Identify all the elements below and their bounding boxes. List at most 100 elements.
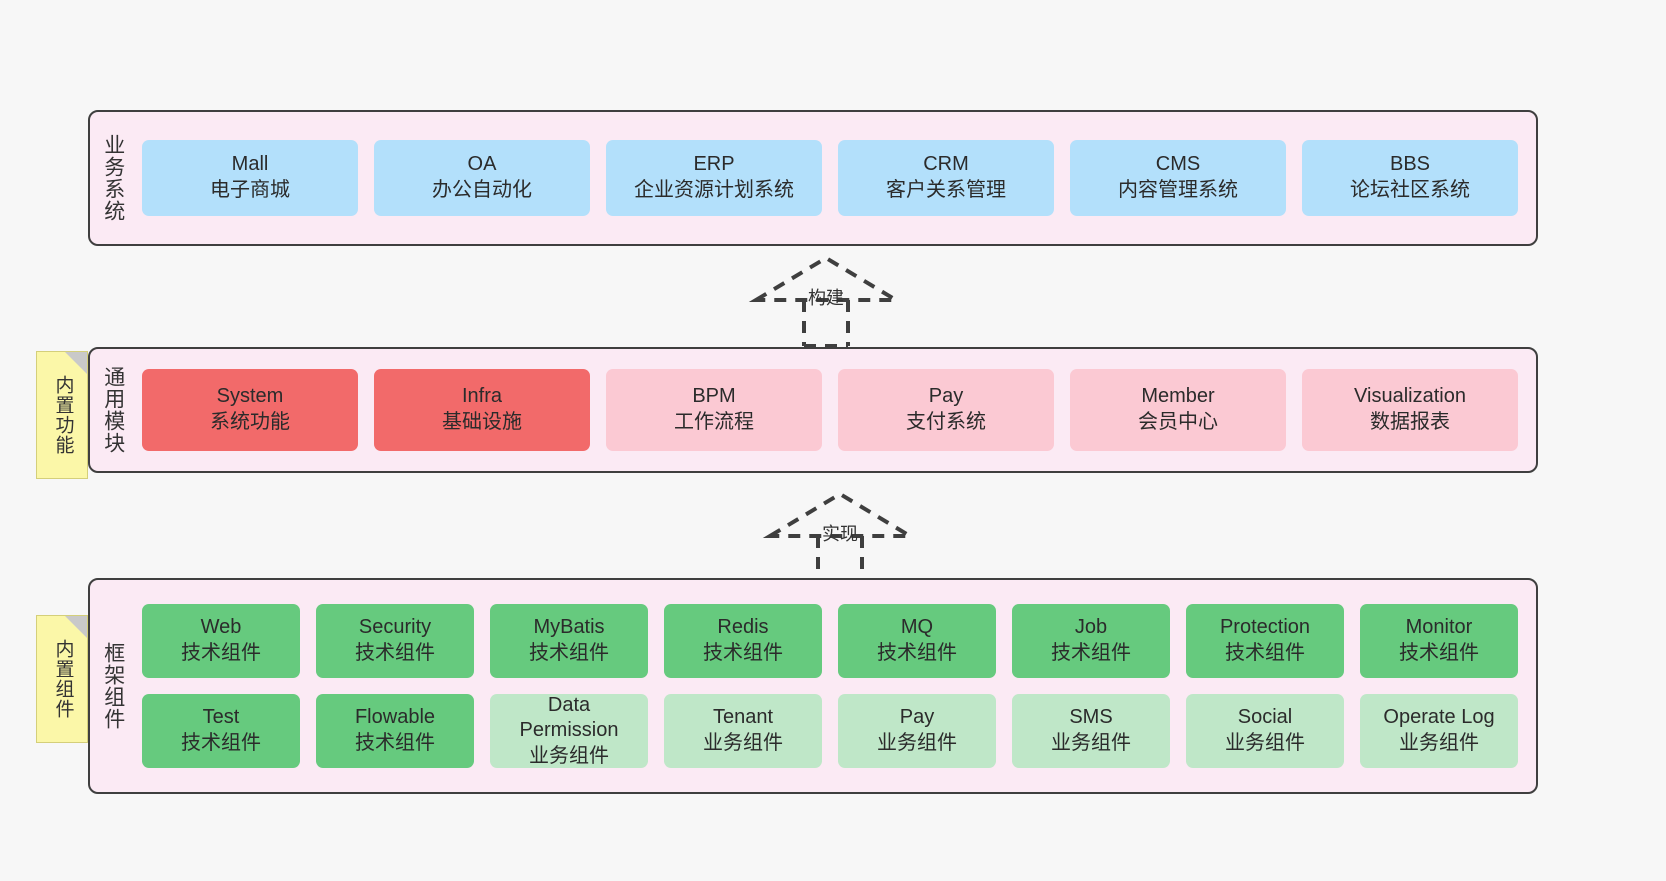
card-erp[interactable]: ERP 企业资源计划系统 — [606, 140, 822, 216]
card-test[interactable]: Test 技术组件 — [142, 694, 300, 768]
card-title: Member — [1141, 385, 1215, 408]
note-fold-corner-icon — [65, 352, 87, 374]
card-title: Web — [200, 616, 242, 639]
card-subtitle: 技术组件 — [703, 642, 783, 664]
card-subtitle: 技术组件 — [181, 642, 261, 664]
card-row-technical: Web 技术组件 Security 技术组件 MyBatis 技术组件 Redi… — [142, 604, 1518, 678]
connector-label-implement: 实现 — [822, 524, 858, 544]
card-operate-log[interactable]: Operate Log 业务组件 — [1360, 694, 1518, 768]
card-job[interactable]: Job 技术组件 — [1012, 604, 1170, 678]
card-title: Pay — [899, 706, 935, 729]
card-title: MyBatis — [533, 616, 605, 639]
note-fold-corner-icon — [65, 616, 87, 638]
card-protection[interactable]: Protection 技术组件 — [1186, 604, 1344, 678]
card-title: Infra — [461, 385, 503, 408]
card-security[interactable]: Security 技术组件 — [316, 604, 474, 678]
card-subtitle: 业务组件 — [529, 744, 609, 767]
card-title: Pay — [928, 385, 964, 408]
card-title: System — [216, 385, 284, 408]
connector-label-build: 构建 — [808, 288, 844, 308]
card-subtitle: 技术组件 — [529, 642, 609, 664]
card-title: Mall — [231, 153, 269, 176]
note-label: 内置组件 — [52, 639, 74, 719]
card-data-permission[interactable]: Data Permission 业务组件 — [490, 694, 648, 768]
card-tenant[interactable]: Tenant 业务组件 — [664, 694, 822, 768]
generalization-arrow-icon — [748, 255, 904, 348]
connector-build: 构建 — [736, 252, 916, 348]
card-title: Flowable — [354, 706, 436, 729]
card-pay[interactable]: Pay 支付系统 — [838, 369, 1054, 451]
card-system[interactable]: System 系统功能 — [142, 369, 358, 451]
card-subtitle: 支付系统 — [906, 411, 986, 433]
card-monitor[interactable]: Monitor 技术组件 — [1360, 604, 1518, 678]
card-subtitle: 技术组件 — [1399, 642, 1479, 664]
card-subtitle: 业务组件 — [1051, 732, 1131, 754]
connector-implement: 实现 — [750, 488, 930, 584]
layer-business-system[interactable]: 业务系统 Mall 电子商城 OA 办公自动化 ERP 企业资源计划系统 CRM… — [88, 110, 1538, 246]
layer-title-business-system: 业务系统 — [101, 134, 125, 222]
card-title: Operate Log — [1383, 706, 1495, 729]
card-title: Tenant — [712, 706, 774, 729]
card-subtitle: 技术组件 — [1225, 642, 1305, 664]
card-subtitle: 办公自动化 — [432, 179, 532, 201]
card-subtitle: 业务组件 — [1399, 732, 1479, 754]
card-subtitle: 业务组件 — [877, 732, 957, 754]
card-oa[interactable]: OA 办公自动化 — [374, 140, 590, 216]
card-title: Visualization — [1354, 385, 1466, 408]
card-subtitle: 业务组件 — [1225, 732, 1305, 754]
card-title: BBS — [1389, 153, 1431, 176]
card-web[interactable]: Web 技术组件 — [142, 604, 300, 678]
card-infra[interactable]: Infra 基础设施 — [374, 369, 590, 451]
card-title: OA — [467, 153, 497, 176]
card-mq[interactable]: MQ 技术组件 — [838, 604, 996, 678]
card-subtitle: 会员中心 — [1138, 411, 1218, 433]
card-member[interactable]: Member 会员中心 — [1070, 369, 1286, 451]
card-subtitle: 论坛社区系统 — [1350, 179, 1470, 201]
card-crm[interactable]: CRM 客户关系管理 — [838, 140, 1054, 216]
note-builtin-component: 内置组件 — [36, 615, 88, 743]
card-subtitle: 数据报表 — [1370, 411, 1450, 433]
card-row: Mall 电子商城 OA 办公自动化 ERP 企业资源计划系统 CRM 客户关系… — [142, 140, 1518, 216]
card-title: Protection — [1219, 616, 1311, 639]
card-sms[interactable]: SMS 业务组件 — [1012, 694, 1170, 768]
card-subtitle: 技术组件 — [1051, 642, 1131, 664]
layer-title-framework-component: 框架组件 — [101, 642, 125, 730]
card-subtitle: 基础设施 — [442, 411, 522, 433]
card-title: Job — [1074, 616, 1108, 639]
layer-body-business-system: Mall 电子商城 OA 办公自动化 ERP 企业资源计划系统 CRM 客户关系… — [136, 112, 1536, 244]
card-subtitle: 企业资源计划系统 — [634, 179, 794, 201]
card-subtitle: 内容管理系统 — [1118, 179, 1238, 201]
card-subtitle: 电子商城 — [210, 179, 290, 201]
card-subtitle: 技术组件 — [181, 732, 261, 754]
card-pay-business[interactable]: Pay 业务组件 — [838, 694, 996, 768]
layer-body-common-module: System 系统功能 Infra 基础设施 BPM 工作流程 Pay 支付系统… — [136, 349, 1536, 471]
card-title: CMS — [1155, 153, 1201, 176]
card-cms[interactable]: CMS 内容管理系统 — [1070, 140, 1286, 216]
note-label: 内置功能 — [52, 375, 74, 455]
card-title: Monitor — [1405, 616, 1473, 639]
card-mybatis[interactable]: MyBatis 技术组件 — [490, 604, 648, 678]
card-social[interactable]: Social 业务组件 — [1186, 694, 1344, 768]
note-builtin-function: 内置功能 — [36, 351, 88, 479]
card-title: MQ — [900, 616, 934, 639]
card-mall[interactable]: Mall 电子商城 — [142, 140, 358, 216]
card-title: SMS — [1069, 706, 1113, 729]
card-row-business: Test 技术组件 Flowable 技术组件 Data Permission … — [142, 694, 1518, 768]
card-bpm[interactable]: BPM 工作流程 — [606, 369, 822, 451]
card-title: Redis — [717, 616, 769, 639]
layer-title-common-module: 通用模块 — [101, 366, 125, 454]
card-title: Security — [358, 616, 432, 639]
card-bbs[interactable]: BBS 论坛社区系统 — [1302, 140, 1518, 216]
card-title: Test — [202, 706, 240, 729]
card-row: System 系统功能 Infra 基础设施 BPM 工作流程 Pay 支付系统… — [142, 369, 1518, 451]
card-visualization[interactable]: Visualization 数据报表 — [1302, 369, 1518, 451]
card-subtitle: 业务组件 — [703, 732, 783, 754]
card-title: BPM — [692, 385, 736, 408]
card-redis[interactable]: Redis 技术组件 — [664, 604, 822, 678]
card-subtitle: 系统功能 — [210, 411, 290, 433]
layer-body-framework-component: Web 技术组件 Security 技术组件 MyBatis 技术组件 Redi… — [136, 580, 1536, 792]
layer-common-module[interactable]: 通用模块 System 系统功能 Infra 基础设施 BPM 工作流程 Pay… — [88, 347, 1538, 473]
layer-framework-component[interactable]: 框架组件 Web 技术组件 Security 技术组件 MyBatis 技术组件… — [88, 578, 1538, 794]
card-flowable[interactable]: Flowable 技术组件 — [316, 694, 474, 768]
